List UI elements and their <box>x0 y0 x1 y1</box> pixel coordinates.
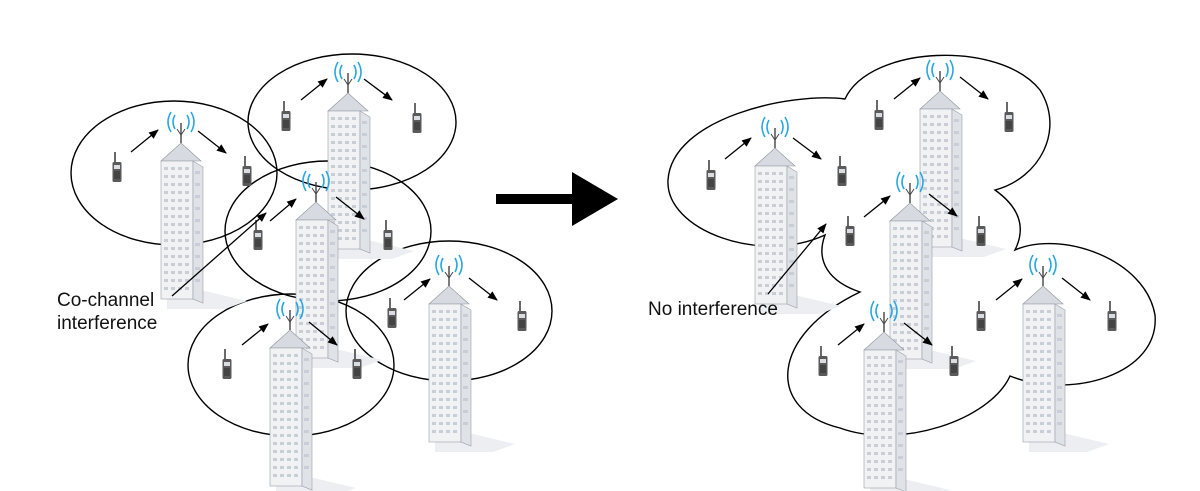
uplink-arrow <box>995 278 1023 301</box>
downlink-arrow <box>903 322 933 346</box>
no-interference-label: No interference <box>648 299 778 320</box>
walkie-talkie-icon <box>817 345 829 377</box>
walkie-talkie-icon <box>111 151 123 183</box>
downlink-arrow <box>335 196 365 220</box>
uplink-arrow <box>269 198 297 222</box>
walkie-talkie-icon <box>241 155 253 187</box>
uplink-arrow <box>130 129 159 153</box>
walkie-talkie-icon <box>836 155 848 187</box>
walkie-talkie-icon <box>1003 101 1015 133</box>
uplink-arrow <box>863 195 891 218</box>
right-arrow-icon <box>496 172 618 226</box>
walkie-talkie-icon <box>280 100 292 132</box>
office-building-with-antenna-icon <box>1022 254 1110 453</box>
co-channel-label-line1: Co-channel <box>57 290 155 311</box>
office-building-with-antenna-icon <box>754 116 842 315</box>
right-panel-merged-cells <box>667 54 1156 491</box>
downlink-arrow <box>308 321 338 346</box>
walkie-talkie-icon <box>252 219 264 251</box>
downlink-arrow <box>959 76 989 100</box>
office-building-with-antenna-icon <box>919 59 1007 258</box>
downlink-arrow <box>197 130 227 154</box>
left-panel-overlapping-cells <box>70 53 553 491</box>
walkie-talkie-icon <box>382 219 394 251</box>
uplink-arrow <box>403 278 431 301</box>
walkie-talkie-icon <box>975 215 987 247</box>
walkie-talkie-icon <box>844 215 856 247</box>
walkie-talkie-icon <box>975 300 987 332</box>
uplink-arrow <box>893 77 921 100</box>
walkie-talkie-icon <box>948 345 960 377</box>
walkie-talkie-icon <box>705 159 717 191</box>
downlink-arrow <box>468 277 498 301</box>
downlink-arrow <box>363 78 393 101</box>
merged-coverage-boundary <box>667 54 1156 436</box>
uplink-arrow <box>300 78 328 101</box>
co-channel-pointer-arrow <box>171 212 267 297</box>
walkie-talkie-icon <box>221 348 233 380</box>
office-building-with-antenna-icon <box>327 61 415 260</box>
walkie-talkie-icon <box>386 297 398 329</box>
walkie-talkie-icon <box>873 99 885 131</box>
office-building-with-antenna-icon <box>428 254 516 453</box>
walkie-talkie-icon <box>516 300 528 332</box>
downlink-arrow <box>1061 277 1091 301</box>
downlink-arrow <box>792 137 822 160</box>
downlink-arrow <box>928 193 958 217</box>
uplink-arrow <box>724 137 752 160</box>
no-interference-pointer-arrow <box>767 223 827 295</box>
walkie-talkie-icon <box>1106 300 1118 332</box>
office-building-with-antenna-icon <box>160 111 248 310</box>
co-channel-label-line2: interference <box>57 313 158 334</box>
walkie-talkie-icon <box>411 102 423 134</box>
uplink-arrow <box>837 323 865 346</box>
uplink-arrow <box>241 323 269 346</box>
